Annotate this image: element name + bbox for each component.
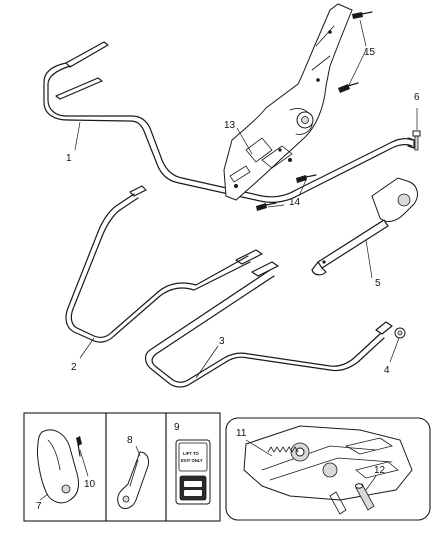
callout-8: 8 — [127, 435, 133, 446]
callout-9: 9 — [174, 422, 180, 433]
callout-15: 15 — [364, 47, 376, 58]
callout-6: 6 — [414, 92, 420, 103]
inset-box-7-10: 10 7 — [23, 412, 107, 522]
callout-14: 14 — [289, 197, 301, 208]
callout-7: 7 — [36, 501, 42, 512]
leader-lines — [74, 19, 418, 379]
inset-box-8: 8 — [105, 412, 167, 522]
part-3-loop-rod — [144, 269, 393, 388]
part-2-loop-rod — [65, 185, 279, 343]
part-15-screws — [338, 11, 373, 93]
callout-11: 11 — [236, 428, 247, 439]
callout-5: 5 — [375, 278, 381, 289]
callout-1: 1 — [66, 153, 72, 164]
placard-line-1: LIFT TO — [183, 451, 199, 456]
part-13-recliner-plate — [223, 3, 353, 201]
inset-box-9: 9 LIFT TO EXIT ONLY — [165, 412, 221, 522]
callout-13: 13 — [224, 120, 236, 131]
callout-10: 10 — [84, 479, 96, 490]
part-5-release-lever — [311, 177, 418, 276]
callout-12: 12 — [374, 465, 386, 476]
part-6-bolt — [412, 130, 421, 151]
part-4-nut — [394, 327, 406, 339]
callout-3: 3 — [219, 336, 225, 347]
part-1-rod — [43, 41, 415, 203]
part-14-screws — [256, 174, 317, 211]
callout-labels: 1 2 3 4 5 6 13 14 15 — [66, 47, 420, 376]
callout-4: 4 — [384, 365, 390, 376]
placard-line-2: EXIT ONLY — [181, 458, 203, 463]
inset-box-11-12: 11 12 — [225, 417, 431, 521]
callout-2: 2 — [71, 362, 77, 373]
